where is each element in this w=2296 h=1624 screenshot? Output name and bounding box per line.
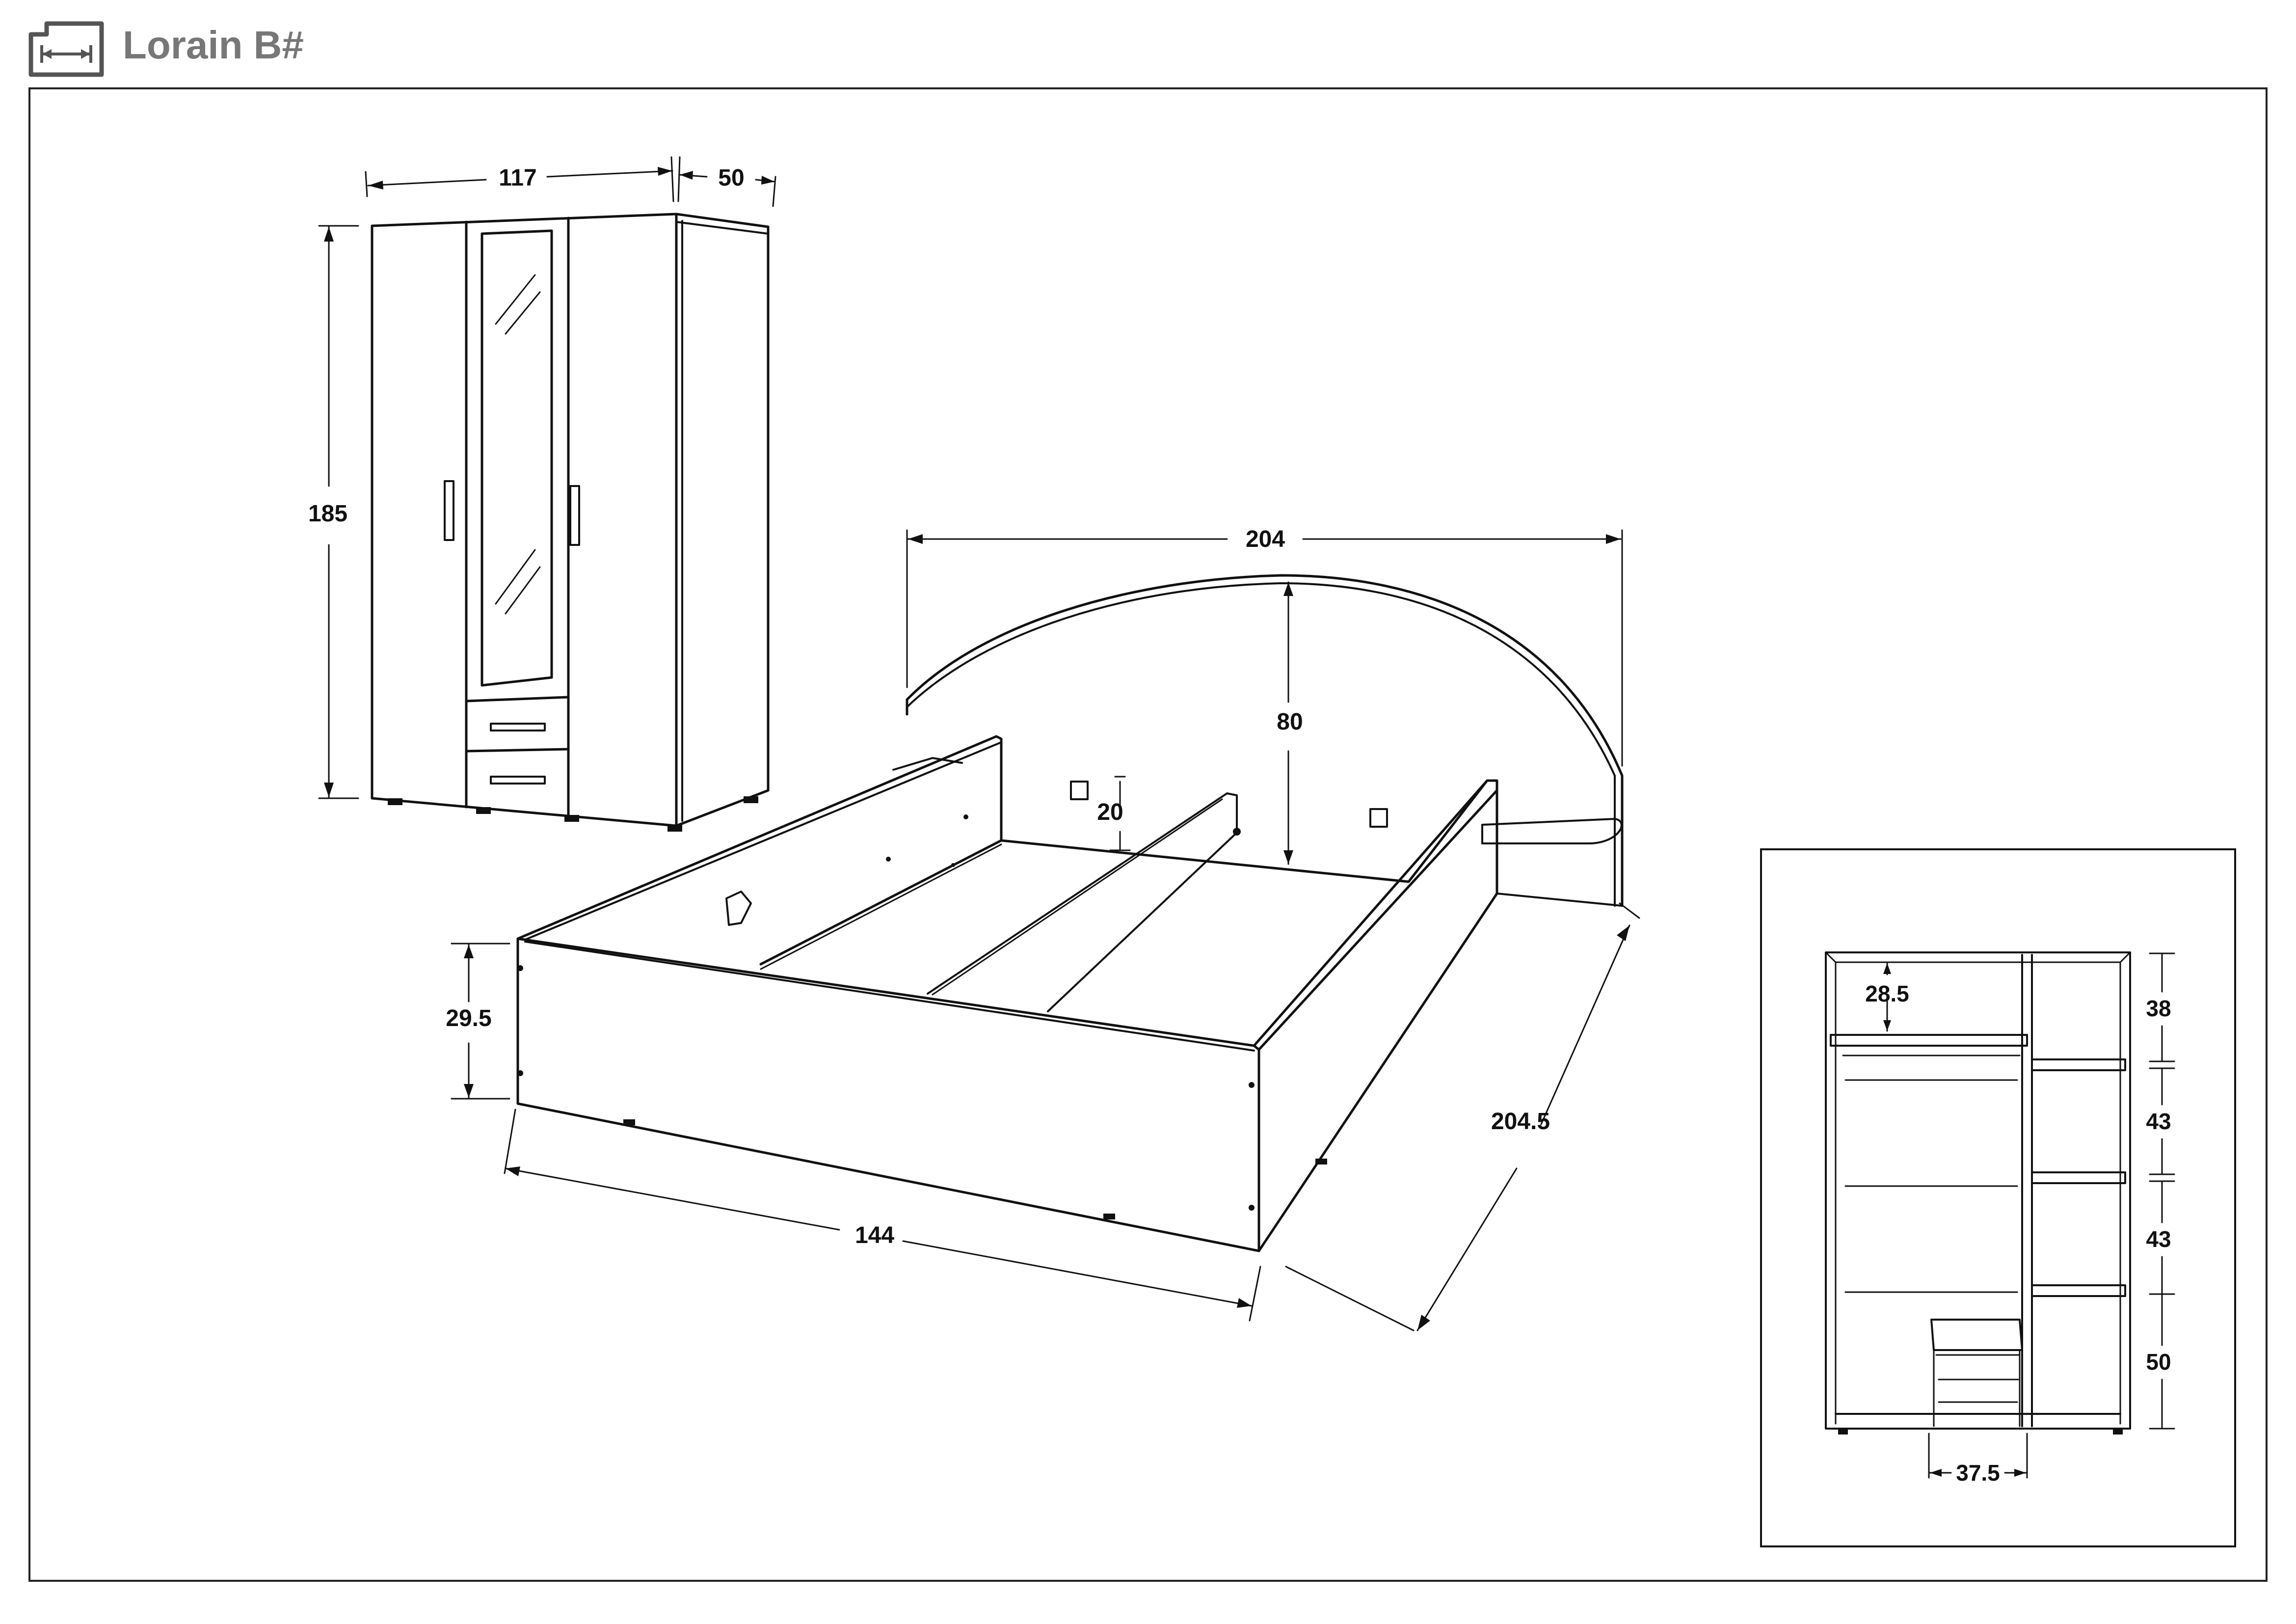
drawing-frame — [28, 87, 2268, 1582]
bracket-gap-label: 20 — [1097, 799, 1123, 825]
shelf-3-label: 43 — [2146, 1226, 2171, 1252]
wardrobe — [371, 213, 770, 832]
shelf-1-label: 38 — [2146, 996, 2171, 1021]
bed-length-label: 204.5 — [1491, 1109, 1550, 1135]
page-title: Lorain B# — [123, 23, 304, 67]
wardrobe-height-label: 185 — [308, 501, 347, 527]
dimensions-icon — [28, 21, 104, 77]
frame-height-label: 29.5 — [446, 1005, 491, 1031]
wardrobe-width-label: 117 — [499, 165, 536, 191]
bed-width-label: 144 — [855, 1222, 894, 1248]
drawer-width-label: 37.5 — [1956, 1460, 2000, 1486]
headboard-width-label: 204 — [1246, 526, 1285, 552]
shelf-4-label: 50 — [2146, 1349, 2171, 1375]
top-compartment-label: 28.5 — [1865, 981, 1909, 1006]
interior-dimensions — [1883, 952, 2175, 1479]
bed — [516, 574, 1624, 1252]
wardrobe-depth-label: 50 — [718, 165, 744, 191]
wardrobe-dimensions — [318, 156, 776, 799]
bed-dimensions — [451, 529, 1640, 1331]
shelf-2-label: 43 — [2146, 1109, 2171, 1134]
headboard-height-label: 80 — [1277, 709, 1303, 735]
wardrobe-interior — [1825, 951, 2131, 1435]
interior-inset-frame — [1760, 848, 2236, 1547]
